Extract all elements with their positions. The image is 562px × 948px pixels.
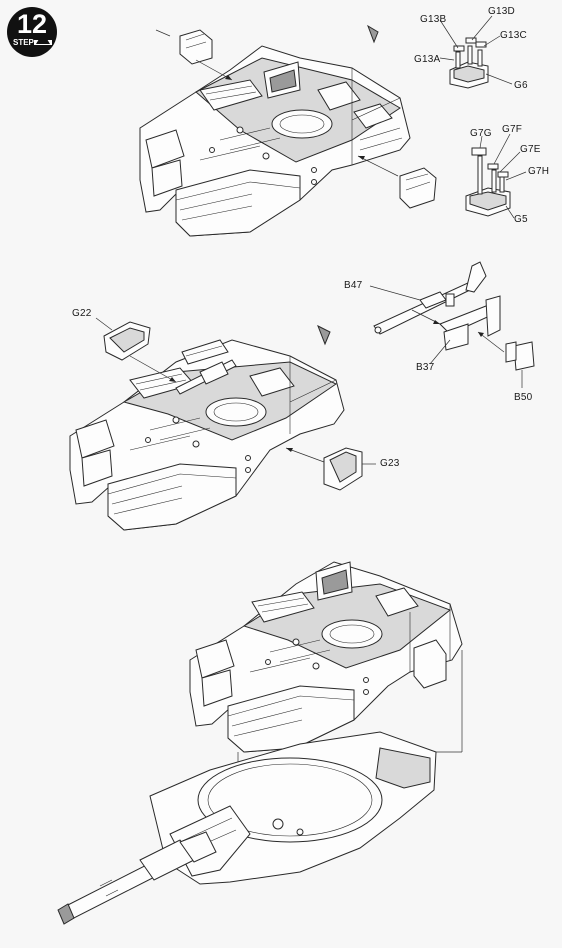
- mount-part-b37: [411, 295, 501, 365]
- turret-top-view-1: [139, 45, 411, 237]
- g13-part-cluster: [439, 15, 513, 89]
- step-number: 12: [16, 9, 48, 39]
- mounted-machine-gun: [175, 339, 237, 395]
- label-g13c: G13C: [500, 30, 527, 41]
- label-g13a: G13A: [414, 54, 441, 65]
- label-g7g: G7G: [470, 128, 492, 139]
- hull-with-gun: [57, 731, 437, 925]
- label-g13b: G13B: [420, 14, 447, 25]
- step-word: STEP: [13, 38, 34, 47]
- bracket-part-right: [357, 155, 437, 209]
- label-b47: B47: [344, 280, 363, 291]
- turret-final-assembly: [189, 561, 463, 753]
- label-g22: G22: [72, 308, 92, 319]
- machine-gun-b47: [369, 261, 487, 335]
- label-b37: B37: [416, 362, 435, 373]
- label-g5: G5: [514, 214, 528, 225]
- step-badge-circle: [7, 7, 57, 57]
- label-g7e: G7E: [520, 144, 541, 155]
- label-g6: G6: [514, 80, 528, 91]
- label-g7f: G7F: [502, 124, 523, 135]
- direction-mark-1: [367, 24, 379, 44]
- turret-middle-view: [69, 339, 345, 531]
- step-badge: 12 STEP: [6, 6, 58, 58]
- label-g13d: G13D: [488, 6, 515, 17]
- direction-mark-2: [317, 324, 331, 346]
- part-g22: [95, 317, 177, 383]
- part-g23: [285, 447, 376, 491]
- g7-part-cluster: [465, 133, 527, 219]
- part-b50: [477, 331, 535, 388]
- label-g7h: G7H: [528, 166, 550, 177]
- label-g23: G23: [380, 458, 400, 469]
- label-b50: B50: [514, 392, 533, 403]
- bracket-part-upper: [155, 29, 233, 81]
